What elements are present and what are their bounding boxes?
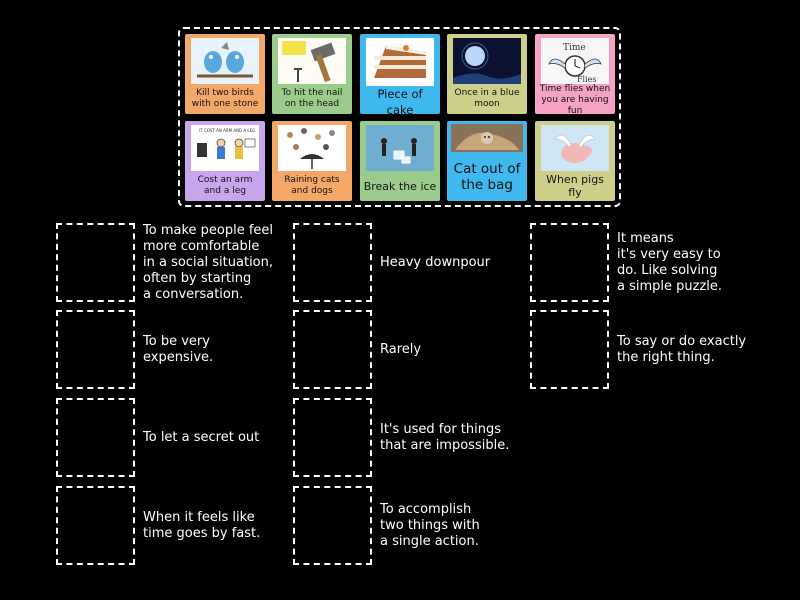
card-label: Break the ice	[363, 179, 437, 193]
definition-text: Heavy downpour	[380, 254, 491, 270]
card-label: When pigs fly	[546, 173, 604, 199]
definition-text: When it feels like time goes by fast.	[143, 509, 261, 541]
definition-text: It means it's very easy to do. Like solv…	[617, 230, 723, 294]
card-label: Time flies when you are having fun	[539, 84, 611, 114]
drop-slot[interactable]	[293, 398, 372, 477]
card-label: To hit the nail on the head	[281, 88, 343, 109]
drop-slot[interactable]	[56, 398, 135, 477]
drop-slot[interactable]	[293, 310, 372, 389]
card-label: Cat out of the bag	[453, 160, 521, 193]
card-label: Piece of cake	[377, 87, 423, 114]
definition-text: To let a secret out	[143, 429, 260, 445]
flying-clock-icon: Time Flies	[541, 38, 609, 84]
cake-slice-icon	[366, 38, 434, 86]
break-ice-icon	[366, 125, 434, 171]
card-cost-an-arm[interactable]: IT COST AN ARM AND A LEG Cost an arm and…	[185, 121, 265, 201]
svg-text:Flies: Flies	[577, 75, 597, 84]
card-cat-out-of-bag[interactable]: Cat out of the bag	[447, 121, 527, 201]
drop-slot[interactable]	[530, 223, 609, 302]
card-label: Cost an arm and a leg	[197, 175, 253, 196]
cat-in-bag-icon	[451, 124, 523, 152]
definition-text: To be very expensive.	[143, 333, 214, 365]
drop-slot[interactable]	[293, 223, 372, 302]
card-tray	[178, 27, 621, 207]
definition-text: Rarely	[380, 341, 422, 357]
definition-text: To make people feel more comfortable in …	[143, 222, 274, 302]
svg-text:IT COST AN ARM AND A LEG: IT COST AN ARM AND A LEG	[199, 128, 255, 133]
definition-text: It's used for things that are impossible…	[380, 421, 510, 453]
two-birds-stone-icon	[191, 38, 259, 84]
drop-slot[interactable]	[56, 486, 135, 565]
card-break-the-ice[interactable]: Break the ice	[360, 121, 440, 201]
card-label: Kill two birds with one stone	[191, 88, 259, 109]
raining-cats-dogs-icon	[278, 125, 346, 171]
svg-text:Time: Time	[563, 43, 586, 53]
card-piece-of-cake[interactable]: Piece of cake	[360, 34, 440, 114]
card-hit-the-nail[interactable]: To hit the nail on the head	[272, 34, 352, 114]
flying-pig-icon	[541, 125, 609, 171]
drop-slot[interactable]	[293, 486, 372, 565]
card-blue-moon[interactable]: Once in a blue moon	[447, 34, 527, 114]
blue-moon-icon	[453, 38, 521, 84]
definition-text: To accomplish two things with a single a…	[380, 501, 480, 549]
drop-slot[interactable]	[56, 310, 135, 389]
card-label: Once in a blue moon	[454, 88, 520, 109]
card-time-flies[interactable]: Time Flies Time flies when you are havin…	[535, 34, 615, 114]
hammer-nail-icon	[278, 38, 346, 84]
definition-text: To say or do exactly the right thing.	[617, 333, 747, 365]
drop-slot[interactable]	[56, 223, 135, 302]
card-kill-two-birds[interactable]: Kill two birds with one stone	[185, 34, 265, 114]
card-label: Raining cats and dogs	[284, 175, 340, 196]
drop-slot[interactable]	[530, 310, 609, 389]
card-when-pigs-fly[interactable]: When pigs fly	[535, 121, 615, 201]
cost-arm-leg-cartoon-icon: IT COST AN ARM AND A LEG	[191, 125, 259, 171]
card-raining-cats-dogs[interactable]: Raining cats and dogs	[272, 121, 352, 201]
